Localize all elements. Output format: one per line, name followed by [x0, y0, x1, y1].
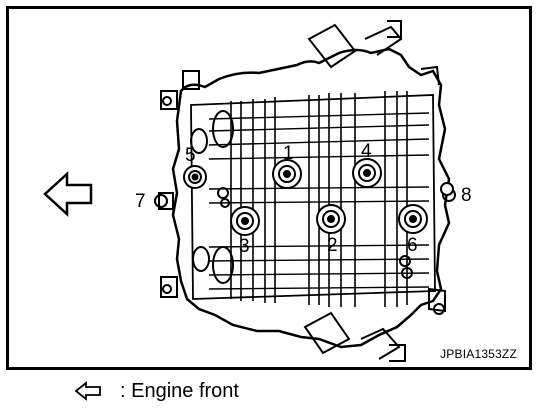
bolt-label-4: 4 [361, 141, 372, 162]
bolt-1 [272, 159, 302, 189]
bolt-label-5: 5 [185, 145, 196, 166]
bolt-label-7: 7 [135, 191, 146, 212]
manifold-body [160, 20, 451, 362]
bolt-5 [183, 165, 207, 189]
legend: : Engine front [74, 378, 239, 404]
bolt-label-8: 8 [461, 185, 472, 206]
bolt-4 [352, 158, 382, 188]
bolt-6 [398, 204, 428, 234]
left-arrow-icon [74, 381, 101, 401]
engine-front-arrow-icon [43, 171, 93, 217]
intake-manifold-diagram: 1 2 3 4 5 6 7 8 [43, 20, 472, 362]
bolt-7 [154, 192, 174, 210]
diagram-frame: 1 2 3 4 5 6 7 8 JPBIA1353ZZ [6, 6, 532, 370]
legend-text: : Engine front [120, 379, 239, 402]
bolt-label-2: 2 [327, 235, 338, 256]
bolts [154, 158, 454, 236]
manifold-ribs-vertical [230, 91, 408, 307]
bolt-label-6: 6 [407, 235, 418, 256]
bolt-label-3: 3 [239, 236, 250, 257]
figure-code: JPBIA1353ZZ [440, 347, 517, 361]
manifold-ribs-horizontal [208, 112, 430, 290]
manifold-ports [162, 96, 456, 315]
bolt-label-1: 1 [283, 143, 294, 164]
bolt-3 [230, 206, 260, 236]
bolt-8 [440, 182, 454, 196]
bolt-2 [316, 204, 346, 234]
